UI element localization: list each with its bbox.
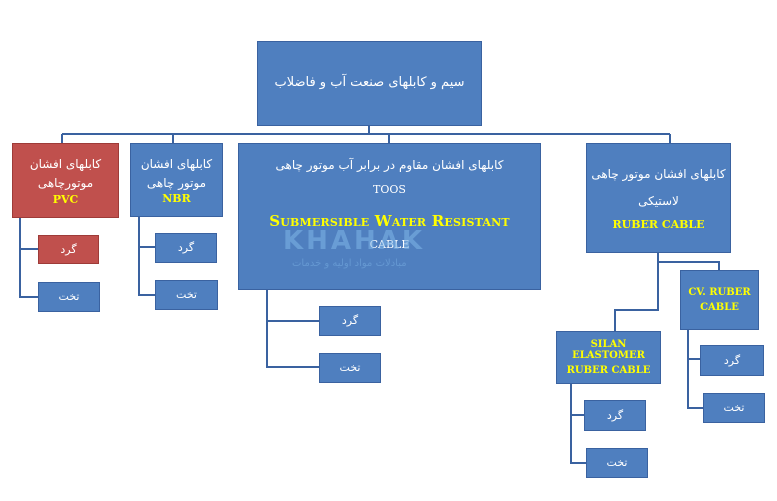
silan-line1: SILAN ELASTOMER (572, 339, 645, 361)
silan-line2: RUBER CABLE (566, 365, 651, 376)
cv-node: CV. RUBER CABLE (680, 270, 759, 330)
toos-flat-label: تخت (339, 361, 361, 375)
toos-subtitle: Submersible Water Resistant (269, 211, 510, 230)
toos-round-label: گرد (341, 314, 359, 328)
rubber-node: کابلهای افشان موتور چاهی لاستیکی RUBER C… (586, 143, 731, 253)
pvc-round-label: گرد (60, 242, 77, 256)
cv-flat-node: تخت (703, 393, 765, 423)
nbr-node: کابلهای افشان موتور چاهی NBR (130, 143, 223, 217)
nbr-flat-node: تخت (155, 280, 218, 310)
toos-cable: CABLE (369, 237, 410, 251)
toos-brand: TOOS (373, 182, 406, 196)
cv-line1: CV. RUBER (688, 287, 751, 298)
silan-round-node: گرد (584, 400, 646, 431)
rubber-title-line2: لاستیکی (638, 193, 679, 208)
pvc-title: کابلهای افشان موتورچاهی (29, 157, 102, 190)
silan-flat-node: تخت (586, 448, 648, 478)
pvc-code: PVC (52, 192, 79, 206)
rubber-title-line1: کابلهای افشان موتور چاهی (591, 166, 726, 181)
cv-round-node: گرد (700, 345, 764, 376)
pvc-round-node: گرد (38, 235, 99, 264)
silan-flat-label: تخت (606, 456, 628, 470)
nbr-title: کابلهای افشان موتور چاهی (140, 156, 213, 190)
pvc-flat-label: تخت (58, 290, 80, 304)
silan-node: SILAN ELASTOMER RUBER CABLE (556, 331, 661, 384)
toos-flat-node: تخت (319, 353, 381, 383)
nbr-flat-label: تخت (176, 288, 197, 302)
toos-title: کابلهای افشان مقاوم در برابر آب موتور چا… (275, 158, 504, 172)
root-label: سیم و کابلهای صنعت آب و فاضلاب (274, 75, 465, 91)
cv-round-label: گرد (723, 353, 741, 367)
root-node: سیم و کابلهای صنعت آب و فاضلاب (257, 41, 482, 126)
nbr-code: NBR (162, 192, 191, 206)
cv-line2: CABLE (700, 302, 739, 313)
pvc-node: کابلهای افشان موتورچاهی PVC (12, 143, 119, 218)
toos-round-node: گرد (319, 306, 381, 336)
pvc-flat-node: تخت (38, 282, 100, 312)
cv-flat-label: تخت (723, 401, 745, 415)
toos-node: کابلهای افشان مقاوم در برابر آب موتور چا… (238, 143, 541, 290)
nbr-round-node: گرد (155, 233, 217, 263)
silan-round-label: گرد (606, 408, 624, 422)
nbr-round-label: گرد (177, 241, 195, 255)
rubber-code: RUBER CABLE (612, 218, 705, 232)
